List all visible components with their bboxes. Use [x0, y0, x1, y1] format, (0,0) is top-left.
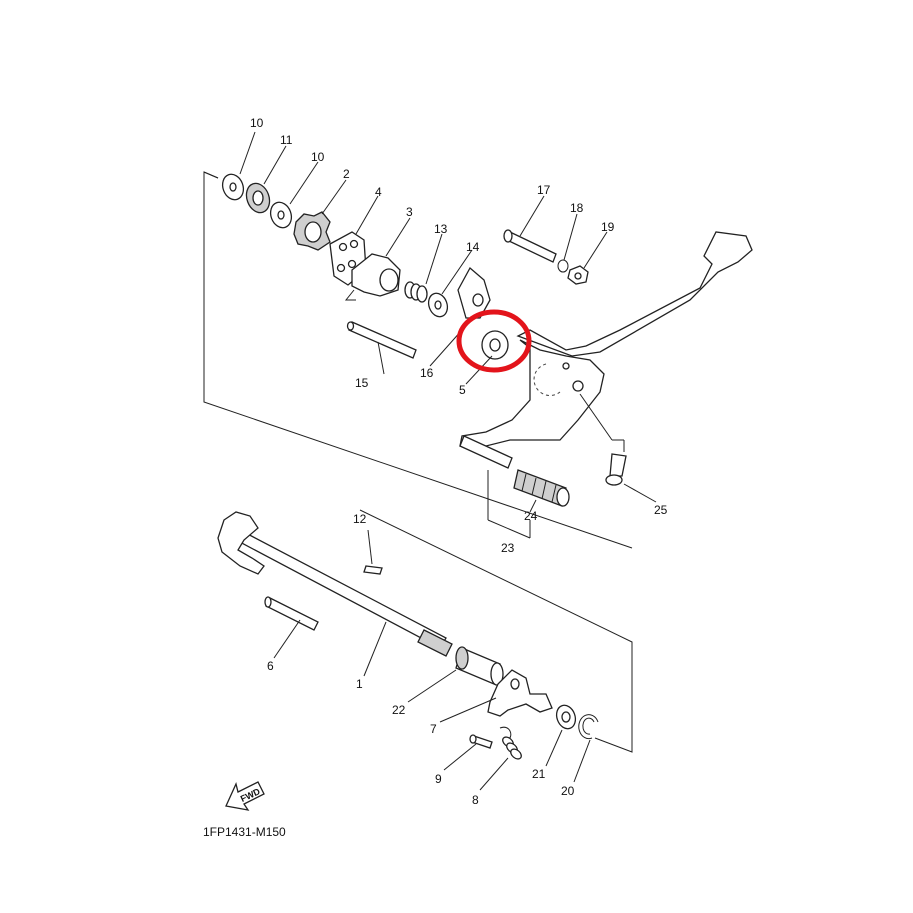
part-12-dowel-pin [363, 565, 383, 575]
part-24-footpeg-rubber [513, 469, 570, 507]
label-part-6: 6 [267, 659, 274, 673]
label-part-1: 1 [356, 677, 363, 691]
label-part-2: 2 [343, 167, 350, 181]
part-1-shift-shaft [217, 511, 453, 657]
label-part-22: 22 [392, 703, 406, 717]
label-part-5: 5 [459, 383, 466, 397]
label-part-25: 25 [654, 503, 668, 517]
part-10-washer-left [221, 173, 245, 201]
part-2-shift-gear [293, 211, 331, 251]
label-part-10-left: 10 [250, 116, 264, 130]
label-part-9: 9 [435, 772, 442, 786]
part-22-collar [455, 646, 504, 686]
part-18-o-ring [557, 259, 569, 273]
label-part-12: 12 [353, 512, 367, 526]
label-part-17: 17 [537, 183, 551, 197]
part-7-stopper-lever [487, 669, 553, 717]
part-9-bolt [469, 734, 493, 749]
part-15-pin [346, 321, 417, 359]
part-5-collar [481, 330, 509, 360]
part-10-washer-right [269, 201, 293, 229]
label-part-16: 16 [420, 366, 434, 380]
part-14-washer [427, 292, 449, 318]
part-19-nut [567, 265, 589, 285]
part-labels: 10 11 10 2 4 3 13 14 17 18 19 15 16 5 25… [250, 116, 668, 807]
label-part-7: 7 [430, 722, 437, 736]
part-21-washer [555, 704, 577, 730]
assembly-boundary-upper [203, 171, 633, 549]
assembly-boundary-lower [359, 509, 633, 753]
part-11-needle-bearing [245, 182, 271, 214]
label-part-20: 20 [561, 784, 575, 798]
part-3-shift-cam-segment [344, 253, 401, 301]
label-part-18: 18 [570, 201, 584, 215]
part-25-bolt [605, 453, 627, 486]
label-part-15: 15 [355, 376, 369, 390]
part-8-spring [499, 726, 522, 760]
part-23-footpeg-shaft [459, 435, 513, 469]
label-part-8: 8 [472, 793, 479, 807]
fwd-arrow-icon: FWD [225, 781, 265, 811]
label-part-3: 3 [406, 205, 413, 219]
part-16-lever [457, 266, 491, 319]
label-part-13: 13 [434, 222, 448, 236]
label-part-21: 21 [532, 767, 546, 781]
part-17-bolt [503, 229, 557, 263]
label-part-19: 19 [601, 220, 615, 234]
part-6-pin [264, 596, 319, 631]
part-20-circlip [578, 714, 599, 740]
label-part-14: 14 [466, 240, 480, 254]
label-part-10-right: 10 [311, 150, 325, 164]
leader-lines [239, 131, 657, 791]
highlight-circle [456, 309, 532, 373]
label-part-23: 23 [501, 541, 515, 555]
label-part-24: 24 [524, 509, 538, 523]
diagram-code: 1FP1431-M150 [203, 825, 286, 839]
label-part-11: 11 [280, 133, 293, 147]
part-13-spring [404, 281, 428, 303]
part-23-brake-pedal [459, 231, 753, 451]
label-part-4: 4 [375, 185, 382, 199]
